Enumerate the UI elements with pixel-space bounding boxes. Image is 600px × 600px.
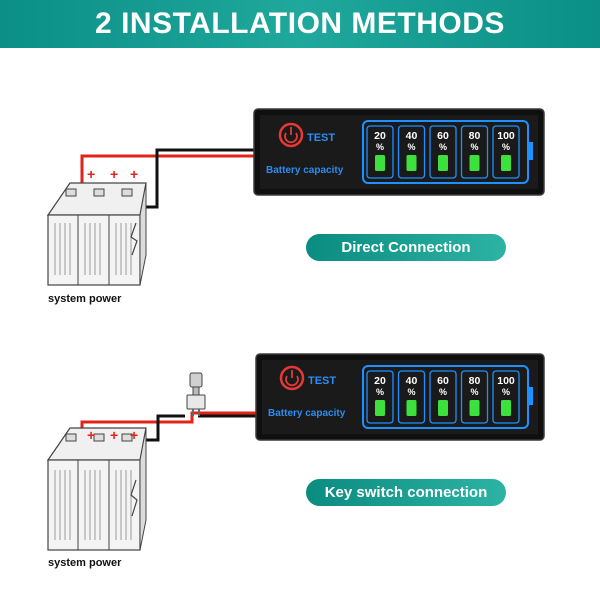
level-cell-40: 40% (397, 125, 426, 179)
plus-sign: + (110, 427, 118, 443)
level-cell-100: 100% (492, 125, 520, 179)
level-percent-unit: % (502, 387, 510, 397)
battery-pack (46, 427, 147, 551)
plus-sign: + (130, 427, 138, 443)
level-percent-value: 20 (374, 130, 386, 142)
system-power-caption: system power (48, 293, 122, 305)
battery-indicator-panel: TEST Battery capacity 20%40%60%80%100% (253, 108, 545, 196)
green-led-icon (501, 400, 511, 416)
green-led-icon (406, 400, 417, 416)
level-cell-40: 40% (397, 370, 426, 424)
battery-capacity-label: Battery capacity (266, 165, 344, 176)
level-percent-value: 60 (437, 130, 449, 142)
level-cell-80: 80% (460, 370, 489, 424)
page-title: 2 INSTALLATION METHODS (95, 7, 505, 40)
level-percent-unit: % (439, 387, 447, 397)
level-percent-unit: % (470, 387, 478, 397)
key-switch-connection-label: Key switch connection (306, 479, 506, 506)
level-percent-unit: % (407, 387, 415, 397)
level-percent-unit: % (376, 387, 384, 397)
green-led-icon (406, 155, 417, 171)
level-percent-value: 100 (497, 130, 515, 142)
plus-sign: + (87, 166, 95, 182)
level-cell-frame (460, 370, 489, 424)
system-power-caption: system power (48, 557, 122, 569)
level-cell-frame (460, 125, 489, 179)
level-cell-frame (492, 370, 520, 424)
direct-connection-label: Direct Connection (306, 234, 506, 261)
green-led-icon (438, 155, 448, 171)
level-percent-value: 20 (374, 375, 386, 387)
level-cell-20: 20% (366, 125, 394, 179)
level-percent-value: 40 (406, 375, 418, 387)
battery-indicator-panel: TEST Battery capacity 20%40%60%80%100% (255, 353, 545, 441)
key-switch-icon (186, 372, 206, 416)
green-led-icon (469, 400, 480, 416)
level-cell-frame (366, 125, 394, 179)
level-cell-60: 60% (429, 125, 457, 179)
level-percent-value: 40 (406, 130, 418, 142)
level-cell-frame (492, 125, 520, 179)
level-cell-frame (366, 370, 394, 424)
green-led-icon (438, 400, 448, 416)
test-label: TEST (308, 375, 336, 387)
level-percent-unit: % (502, 142, 510, 152)
level-cell-frame (429, 125, 457, 179)
level-percent-unit: % (407, 142, 415, 152)
battery-capacity-label: Battery capacity (268, 408, 346, 419)
red-wire (80, 154, 256, 185)
level-cell-frame (397, 370, 426, 424)
header-banner: 2 INSTALLATION METHODS (0, 0, 600, 48)
level-percent-value: 80 (469, 130, 481, 142)
red-wire (80, 411, 258, 428)
green-led-icon (375, 400, 385, 416)
black-wire (130, 148, 256, 209)
level-cell-20: 20% (366, 370, 394, 424)
level-percent-unit: % (439, 142, 447, 152)
level-cell-frame (397, 125, 426, 179)
key-switch-diagram: + + + TEST Battery capacity 20%40%60%80%… (46, 353, 545, 551)
level-percent-value: 80 (469, 375, 481, 387)
level-cell-100: 100% (492, 370, 520, 424)
test-label: TEST (307, 132, 335, 144)
direct-connection-diagram: + + + TEST Battery capacity 20%40%60%80%… (46, 108, 545, 286)
plus-sign: + (87, 427, 95, 443)
plus-sign: + (110, 166, 118, 182)
green-led-icon (501, 155, 511, 171)
green-led-icon (375, 155, 385, 171)
level-percent-value: 60 (437, 375, 449, 387)
level-percent-unit: % (376, 142, 384, 152)
level-percent-value: 100 (497, 375, 515, 387)
battery-pack (46, 182, 147, 286)
level-cell-frame (429, 370, 457, 424)
level-cell-60: 60% (429, 370, 457, 424)
level-percent-unit: % (470, 142, 478, 152)
level-cell-80: 80% (460, 125, 489, 179)
green-led-icon (469, 155, 480, 171)
plus-sign: + (130, 166, 138, 182)
